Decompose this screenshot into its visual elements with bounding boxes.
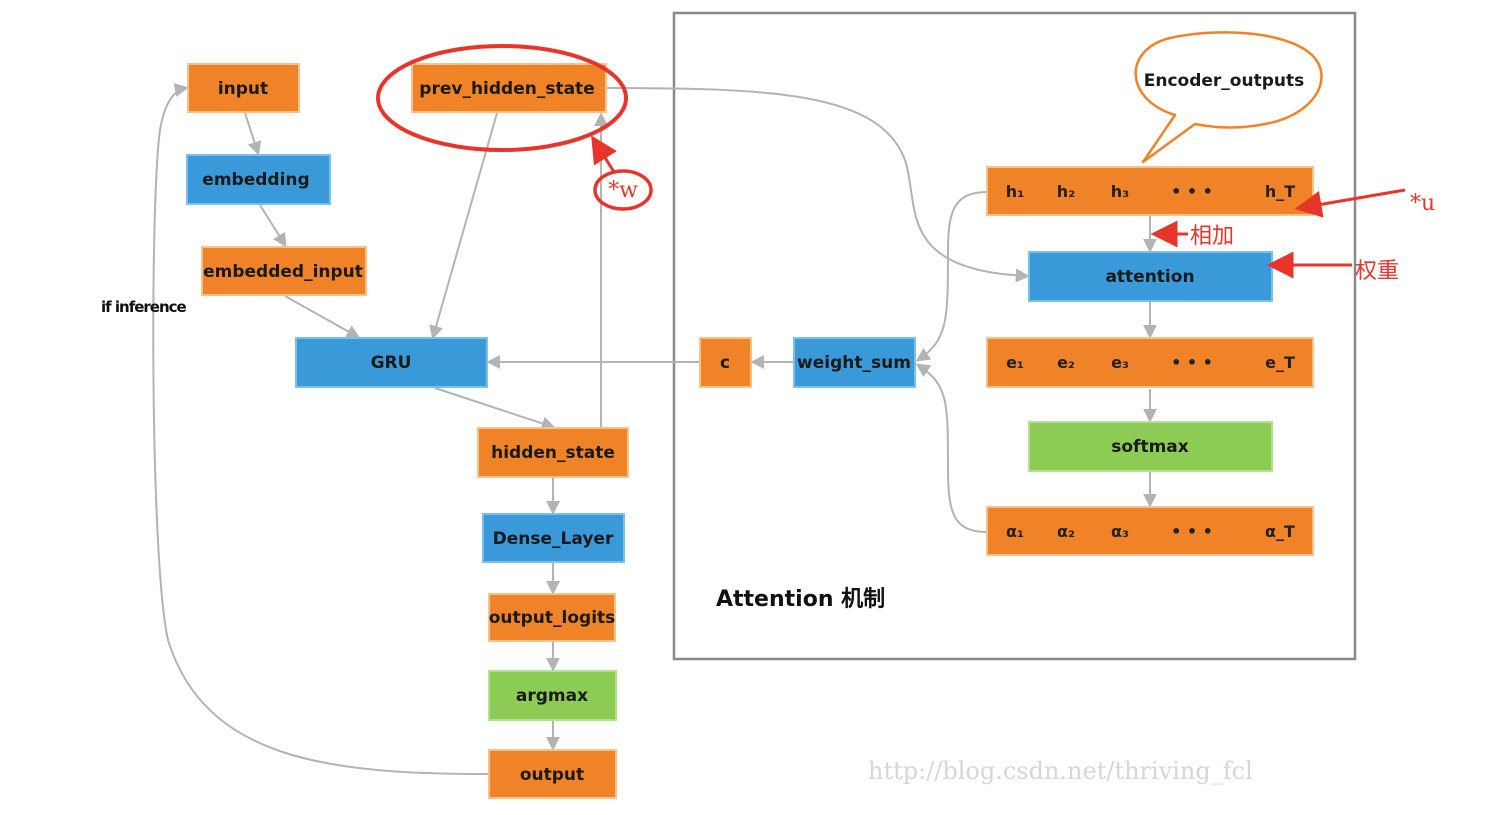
attention-frame <box>672 11 1357 661</box>
node-prev-hidden-state: prev_hidden_state <box>411 63 607 113</box>
seq-alpha-2: α₂ <box>1057 522 1075 541</box>
edge-gru-hidden-state <box>434 387 556 431</box>
seq-e-ellipsis: • • • <box>1171 353 1213 372</box>
edge-input-embedding <box>244 112 262 156</box>
node-output-logits: output_logits <box>488 593 616 642</box>
edge-output-input-loop <box>152 83 489 775</box>
node-prev-hidden-state-label: prev_hidden_state <box>419 79 594 99</box>
node-weight-sum: weight_sum <box>793 337 916 388</box>
node-dense-layer-label: Dense_Layer <box>493 529 614 549</box>
star-w-ellipse <box>593 169 653 211</box>
node-argmax-label: argmax <box>516 686 588 706</box>
node-input-label: input <box>218 79 268 99</box>
sequence-e: e₁ e₂ e₃ • • • e_T <box>986 337 1314 388</box>
node-output-logits-label: output_logits <box>489 608 616 628</box>
edge-alpha-weight-sum <box>915 363 988 533</box>
xiangjia-label: 相加 <box>1190 224 1234 249</box>
node-weight-sum-label: weight_sum <box>797 353 911 373</box>
seq-h-t: h_T <box>1265 182 1295 201</box>
quanzhong-label: 权重 <box>1355 259 1399 284</box>
node-c: c <box>699 337 752 388</box>
seq-alpha-1: α₁ <box>1006 522 1024 541</box>
encoder-outputs-label: Encoder_outputs <box>1144 71 1304 91</box>
sequence-h: h₁ h₂ h₃ • • • h_T <box>986 166 1314 216</box>
edge-h-weight-sum <box>915 191 988 362</box>
seq-alpha-t: α_T <box>1265 522 1295 541</box>
node-embedded-input-label: embedded_input <box>203 262 363 282</box>
seq-h-1: h₁ <box>1006 182 1024 201</box>
watermark: http://blog.csdn.net/thriving_fcl <box>868 757 1253 785</box>
node-embedding: embedding <box>186 154 331 205</box>
node-attention-label: attention <box>1105 267 1194 287</box>
sequence-alpha: α₁ α₂ α₃ • • • α_T <box>986 506 1314 556</box>
attention-title: Attention 机制 <box>716 587 885 612</box>
node-c-label: c <box>720 353 730 373</box>
node-output: output <box>488 749 617 799</box>
node-hidden-state-label: hidden_state <box>491 443 615 463</box>
seq-h-2: h₂ <box>1057 182 1075 201</box>
edge-embedding-embedded-input <box>259 204 287 248</box>
if-inference-label: if inference <box>101 298 187 316</box>
seq-h-3: h₃ <box>1111 182 1129 201</box>
node-gru-label: GRU <box>371 353 412 373</box>
node-input: input <box>187 63 300 113</box>
edge-prev-hidden-attention <box>605 87 1030 283</box>
seq-e-1: e₁ <box>1006 353 1024 372</box>
seq-h-ellipsis: • • • <box>1171 182 1213 201</box>
seq-alpha-3: α₃ <box>1111 522 1129 541</box>
star-u-arrow <box>1294 188 1406 218</box>
node-embedding-label: embedding <box>202 170 309 190</box>
star-w-label: *w <box>608 178 638 203</box>
node-output-label: output <box>520 765 584 785</box>
edge-embedded-input-gru <box>284 295 361 339</box>
star-w-arrow <box>591 135 617 173</box>
connectors <box>152 83 1157 775</box>
node-hidden-state: hidden_state <box>477 427 629 478</box>
star-u-label: *u <box>1410 191 1435 216</box>
node-attention: attention <box>1028 251 1273 302</box>
node-softmax-label: softmax <box>1111 437 1189 457</box>
seq-e-2: e₂ <box>1057 353 1075 372</box>
seq-e-t: e_T <box>1265 353 1295 372</box>
node-argmax: argmax <box>488 670 617 721</box>
encoder-outputs-bubble: Encoder_outputs <box>1134 31 1323 164</box>
node-gru: GRU <box>295 337 488 388</box>
node-softmax: softmax <box>1028 421 1273 472</box>
seq-e-3: e₃ <box>1111 353 1129 372</box>
node-dense-layer: Dense_Layer <box>482 513 625 563</box>
seq-alpha-ellipsis: • • • <box>1171 522 1213 541</box>
node-embedded-input: embedded_input <box>201 246 367 296</box>
prev-hidden-highlight-ellipse <box>376 44 628 152</box>
